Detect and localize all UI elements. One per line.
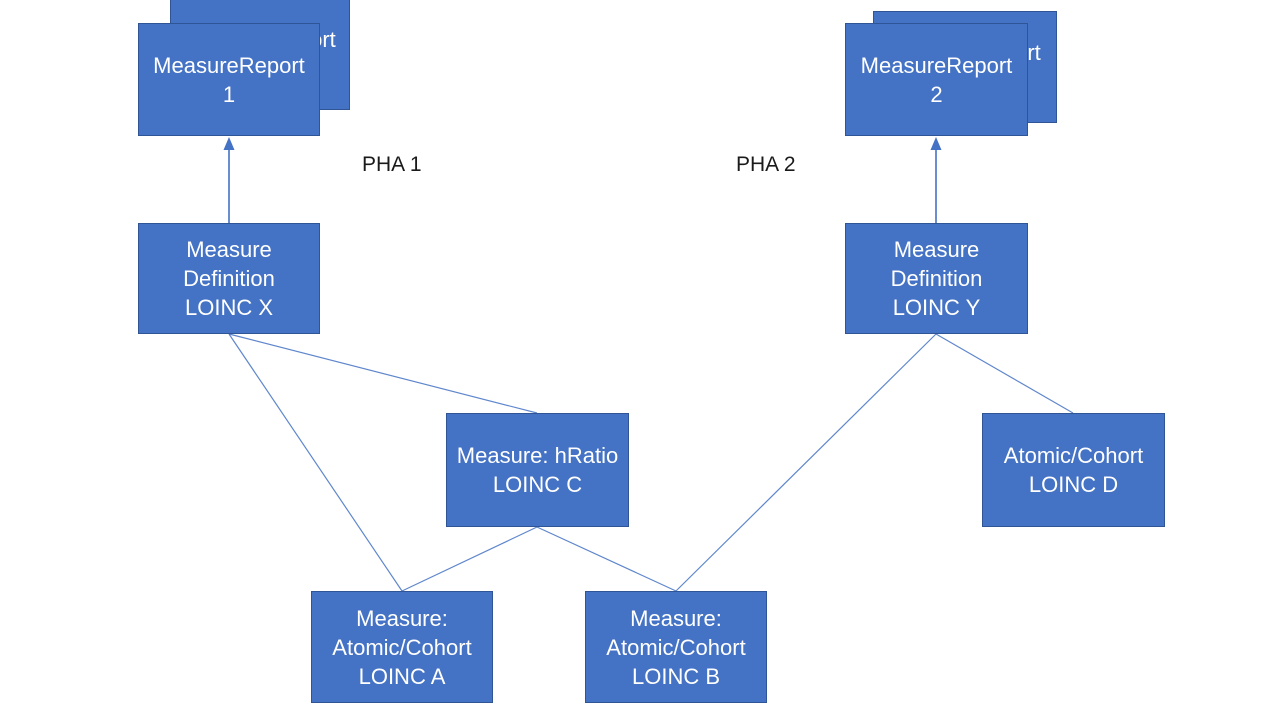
node-label-line: LOINC B xyxy=(631,663,721,689)
node-label-line: LOINC A xyxy=(358,663,446,689)
node-label-line: Atomic/Cohort xyxy=(332,634,472,660)
edge-defy-atomicd xyxy=(935,333,1074,414)
node-measure-hratio-loinc-c: Measure: hRatio LOINC C xyxy=(446,413,629,527)
node-measure-definition-loinc-x: Measure Definition LOINC X xyxy=(138,223,320,334)
edge-hratioc-measureb xyxy=(536,526,677,592)
edge-hratioc-measurea xyxy=(401,526,538,592)
node-label-line: 1 xyxy=(222,81,236,107)
node-label-line: LOINC C xyxy=(492,472,583,497)
arrowhead-defx-report1 xyxy=(223,137,235,150)
node-label-line: Measure: xyxy=(356,605,448,631)
node-measure-report-1: MeasureReport 1 xyxy=(138,23,320,136)
node-label-line: Measure: hRatio xyxy=(456,443,619,468)
node-label-line: MeasureReport xyxy=(153,52,305,78)
node-measure-report-2: MeasureReport 2 xyxy=(845,23,1028,136)
node-label-line: Measure xyxy=(893,237,980,262)
node-label-line: Definition xyxy=(890,266,983,291)
node-atomic-cohort-loinc-d: Atomic/Cohort LOINC D xyxy=(982,413,1165,527)
node-label-line: Atomic/Cohort xyxy=(606,634,746,660)
node-measure-atomic-cohort-loinc-a: Measure: Atomic/Cohort LOINC A xyxy=(311,591,493,703)
node-label-line: Measure: xyxy=(630,605,722,631)
edge-defx-measurea xyxy=(228,333,403,592)
node-label-line: Definition xyxy=(183,266,275,291)
node-label-line: Measure xyxy=(186,237,272,262)
node-label-line: LOINC D xyxy=(1028,472,1119,497)
arrowhead-defy-report2 xyxy=(930,137,942,150)
node-label-line: LOINC X xyxy=(184,295,274,320)
node-measure-definition-loinc-y: Measure Definition LOINC Y xyxy=(845,223,1028,334)
node-label-line: 2 xyxy=(930,81,943,107)
pha2-label: PHA 2 xyxy=(736,153,796,176)
node-label-line: Atomic/Cohort xyxy=(1003,443,1144,468)
node-measure-atomic-cohort-loinc-b: Measure: Atomic/Cohort LOINC B xyxy=(585,591,767,703)
node-label-line: MeasureReport xyxy=(860,52,1013,78)
node-label-line: LOINC Y xyxy=(892,295,981,320)
edge-defx-hratioc xyxy=(228,333,538,414)
edge-defy-measureb xyxy=(675,333,937,592)
pha1-label: PHA 1 xyxy=(362,153,422,176)
